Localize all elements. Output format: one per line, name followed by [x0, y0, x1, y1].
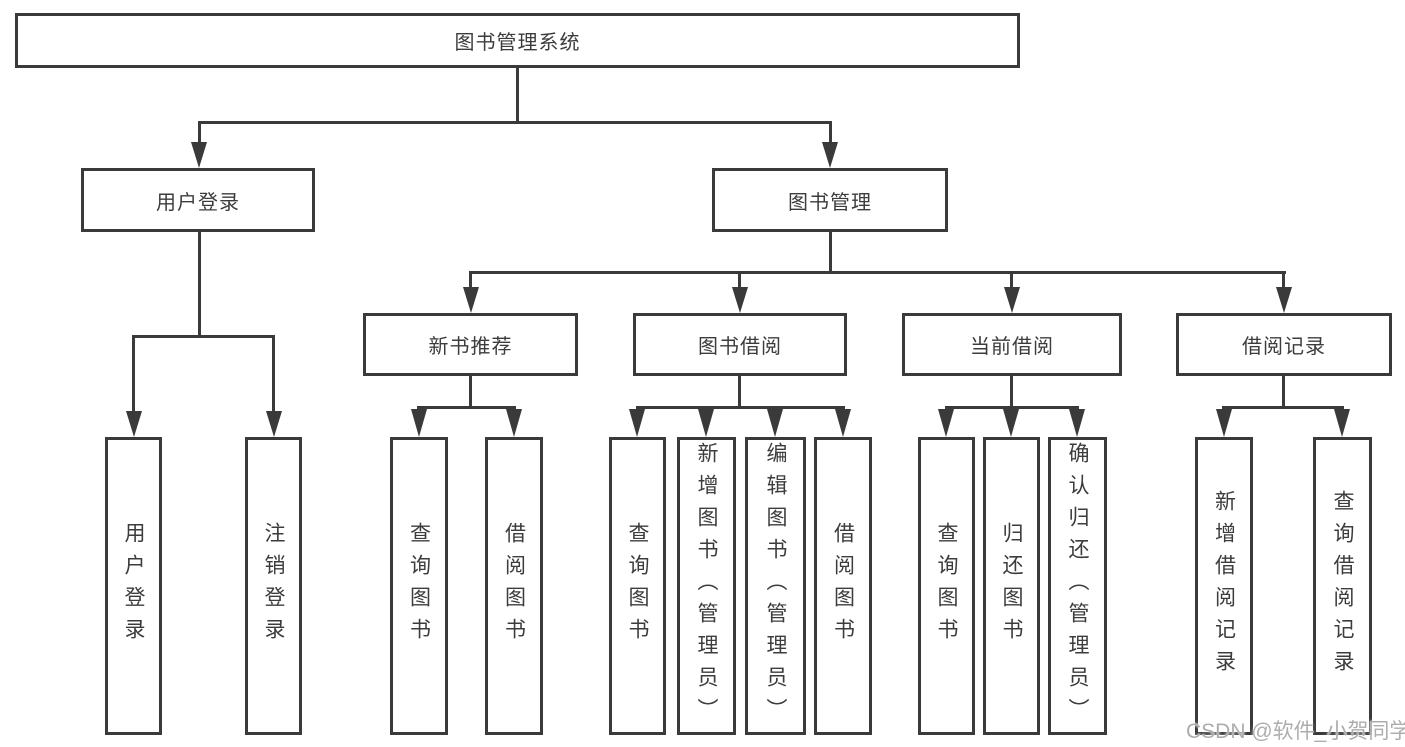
arrowhead-book-management	[822, 142, 838, 168]
arrowhead-return-books	[1003, 409, 1019, 437]
node-book-management-label: 图书管理	[788, 191, 872, 214]
arrowhead-leaf-logout	[266, 411, 282, 437]
node-new-book-recommend-label: 新书推荐	[428, 336, 513, 358]
arrowhead-book-borrowing	[732, 287, 748, 313]
arrowhead-borrow-books-recommend	[506, 409, 522, 437]
connector-root-stem	[516, 68, 519, 124]
connector-records-stem	[1282, 374, 1285, 408]
connector-drop-leaf-user-login	[132, 335, 135, 413]
node-leaf-borrow-books-label: 借阅图书	[831, 522, 855, 650]
node-leaf-query-books-borrowing-label: 查询图书	[626, 522, 649, 650]
node-book-management: 图书管理	[712, 168, 948, 232]
node-root: 图书管理系统	[15, 13, 1020, 68]
watermark: CSDN @软件_小贺同学	[1186, 720, 1405, 743]
connector-recommend-stem	[469, 374, 472, 408]
connector-mgmt-stem	[829, 232, 832, 274]
node-leaf-add-books-admin: 新增图书（管理员）	[677, 437, 736, 735]
connector-current-hbar	[945, 406, 1079, 409]
node-borrowing-records: 借阅记录	[1176, 313, 1392, 376]
arrowhead-query-books-recommend	[411, 409, 427, 437]
node-leaf-logout-label: 注销登录	[262, 522, 285, 650]
node-borrowing-records-label: 借阅记录	[1242, 336, 1326, 358]
arrowhead-query-books-borrowing	[629, 409, 645, 437]
node-user-login-label: 用户登录	[156, 191, 240, 214]
arrowhead-edit-books-admin	[767, 409, 783, 437]
connector-root-hbar	[198, 121, 832, 124]
connector-drop-book-management	[829, 121, 832, 145]
connector-drop-current-borrowing	[1010, 271, 1013, 292]
arrowhead-add-books-admin	[698, 409, 714, 437]
node-leaf-add-books-admin-label: 新增图书（管理员）	[695, 442, 718, 730]
connector-drop-new-book-recommend	[469, 271, 472, 292]
node-leaf-query-borrow-record-label: 查询借阅记录	[1331, 490, 1354, 682]
arrowhead-user-login	[191, 142, 207, 168]
arrowhead-current-borrowing	[1004, 287, 1020, 313]
node-leaf-edit-books-admin-label: 编辑图书（管理员）	[764, 442, 787, 730]
node-current-borrowing: 当前借阅	[902, 313, 1122, 376]
connector-recommend-hbar	[417, 406, 516, 409]
arrowhead-borrow-books	[835, 409, 851, 437]
node-leaf-add-borrow-record-label: 新增借阅记录	[1212, 490, 1236, 682]
arrowhead-borrowing-records	[1276, 287, 1292, 313]
node-leaf-query-books-current: 查询图书	[918, 437, 975, 735]
node-user-login: 用户登录	[81, 168, 315, 232]
node-leaf-user-login-label: 用户登录	[122, 522, 145, 650]
node-root-label: 图书管理系统	[454, 32, 581, 54]
arrowhead-add-borrow-record	[1216, 409, 1232, 437]
connector-current-stem	[1010, 374, 1013, 408]
node-leaf-confirm-return-admin-label: 确认归还（管理员）	[1066, 442, 1089, 730]
arrowhead-query-borrow-record	[1334, 409, 1350, 437]
connector-borrowing-stem	[738, 374, 741, 408]
arrowhead-new-book-recommend	[463, 287, 479, 313]
node-leaf-return-books-label: 归还图书	[1000, 522, 1023, 650]
connector-user-stem	[198, 232, 201, 338]
node-leaf-query-books-borrowing: 查询图书	[609, 437, 666, 735]
node-current-borrowing-label: 当前借阅	[970, 336, 1054, 358]
node-leaf-confirm-return-admin: 确认归还（管理员）	[1048, 437, 1107, 735]
node-leaf-logout: 注销登录	[245, 437, 302, 735]
node-leaf-borrow-books-recommend: 借阅图书	[485, 437, 543, 735]
node-leaf-query-books-recommend: 查询图书	[390, 437, 448, 735]
arrowhead-query-books-current	[938, 409, 954, 437]
connector-drop-borrowing-records	[1282, 271, 1285, 292]
connector-drop-leaf-logout	[272, 335, 275, 413]
arrowhead-leaf-user-login	[126, 411, 142, 437]
node-leaf-user-login: 用户登录	[105, 437, 162, 735]
node-leaf-edit-books-admin: 编辑图书（管理员）	[745, 437, 806, 735]
connector-user-hbar	[132, 335, 275, 338]
node-leaf-query-borrow-record: 查询借阅记录	[1313, 437, 1372, 735]
node-new-book-recommend: 新书推荐	[363, 313, 578, 376]
connector-drop-user-login	[198, 121, 201, 145]
arrowhead-confirm-return-admin	[1069, 409, 1085, 437]
connector-mgmt-hbar	[469, 271, 1286, 274]
connector-drop-book-borrowing	[738, 271, 741, 292]
node-leaf-return-books: 归还图书	[983, 437, 1040, 735]
node-book-borrowing-label: 图书借阅	[698, 336, 782, 358]
node-leaf-borrow-books-recommend-label: 借阅图书	[502, 522, 526, 650]
connector-borrowing-hbar	[636, 406, 845, 409]
node-leaf-query-books-recommend-label: 查询图书	[407, 522, 431, 650]
node-leaf-query-books-current-label: 查询图书	[935, 522, 958, 650]
node-leaf-borrow-books: 借阅图书	[814, 437, 872, 735]
node-leaf-add-borrow-record: 新增借阅记录	[1195, 437, 1253, 735]
node-book-borrowing: 图书借阅	[633, 313, 847, 376]
connector-records-hbar	[1222, 406, 1344, 409]
